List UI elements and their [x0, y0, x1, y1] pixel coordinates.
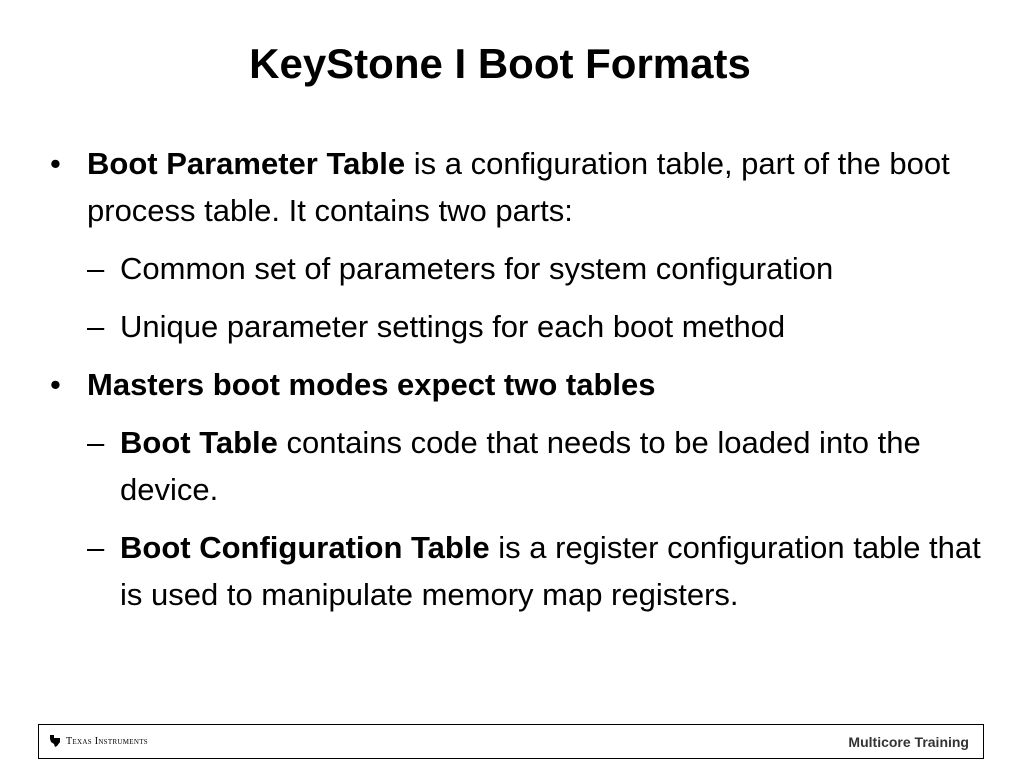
- bullet-bold-text: Boot Parameter Table: [87, 146, 406, 181]
- sub-bullet-bold-text: Boot Configuration Table: [120, 530, 490, 565]
- ti-logo: Texas Instruments: [49, 734, 148, 748]
- slide-title: KeyStone I Boot Formats: [249, 40, 751, 87]
- dash-marker: –: [87, 251, 105, 286]
- bullet-item: • Boot Parameter Table is a configuratio…: [44, 140, 984, 234]
- bullet-marker: •: [50, 367, 61, 402]
- sub-bullet-text: Unique parameter settings for each boot …: [120, 309, 786, 344]
- bullet-item: • Masters boot modes expect two tables: [44, 361, 984, 408]
- dash-marker: –: [87, 530, 105, 565]
- texas-state-icon: [50, 735, 60, 747]
- bullet-plain-text: is a configuration table, part of the bo…: [87, 146, 950, 228]
- sub-bullet-plain-text: contains code that needs to be loaded in…: [120, 425, 921, 507]
- sub-bullet-bold-text: Boot Table: [120, 425, 278, 460]
- slide-content: • Boot Parameter Table is a configuratio…: [44, 140, 984, 618]
- sub-bullet-item: – Common set of parameters for system co…: [44, 245, 984, 292]
- sub-bullet-item: – Unique parameter settings for each boo…: [44, 303, 984, 350]
- slide-footer: Texas Instruments Multicore Training: [38, 724, 984, 759]
- dash-marker: –: [87, 425, 105, 460]
- ti-logo-text: Texas Instruments: [66, 735, 148, 747]
- sub-bullet-plain-text: is a register configuration table that i…: [120, 530, 981, 612]
- dash-marker: –: [87, 309, 105, 344]
- sub-bullet-item: – Boot Configuration Table is a register…: [44, 524, 984, 618]
- sub-bullet-text: Common set of parameters for system conf…: [120, 251, 834, 286]
- sub-bullet-item: – Boot Table contains code that needs to…: [44, 419, 984, 513]
- bullet-marker: •: [50, 146, 61, 181]
- sub-bullet-text: Boot Table contains code that needs to b…: [120, 419, 984, 513]
- bullet-text: Boot Parameter Table is a configuration …: [87, 140, 984, 234]
- sub-bullet-text: Boot Configuration Table is a register c…: [120, 524, 984, 618]
- bullet-bold-text: Masters boot modes expect two tables: [87, 367, 656, 402]
- footer-label: Multicore Training: [848, 734, 969, 750]
